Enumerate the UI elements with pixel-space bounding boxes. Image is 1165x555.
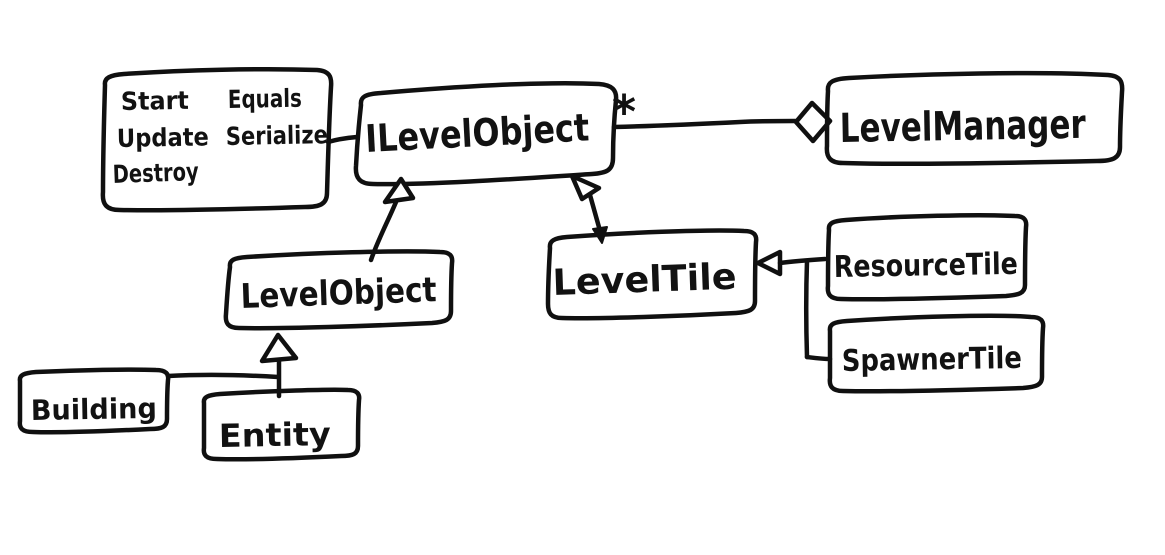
class-building: Building (17, 367, 171, 435)
aggregation-diamond-icon (793, 100, 833, 144)
class-name-label: ResourceTile (834, 247, 1019, 285)
inheritance-edge-building-entity-levelobject (165, 332, 299, 399)
interface-methods-note: Start Equals Update Serialize Destroy (100, 66, 334, 213)
class-name-label: LevelObject (240, 270, 437, 317)
class-box-outline (827, 313, 1046, 394)
class-levelmanager: LevelManager (824, 70, 1125, 167)
class-name-label: Building (31, 392, 158, 427)
class-name-label: LevelManager (839, 102, 1086, 152)
class-box-outline (353, 80, 619, 187)
inheritance-line-vertical (804, 258, 810, 360)
note-box-outline (100, 66, 334, 213)
hollow-triangle-arrowhead-icon (382, 176, 416, 205)
inheritance-line-building (165, 372, 281, 380)
class-box-outline (17, 367, 171, 435)
aggregation-line (611, 118, 798, 130)
method-serialize: Serialize (226, 120, 328, 151)
class-name-label: SpawnerTile (842, 341, 1023, 379)
class-box-outline (825, 212, 1029, 302)
class-levelobject: LevelObject (223, 249, 455, 331)
class-ilevelobject: ILevelObject (353, 80, 619, 187)
class-box-outline (223, 249, 455, 331)
hollow-triangle-arrowhead-icon (755, 249, 783, 277)
method-destroy: Destroy (112, 157, 199, 189)
class-box-outline (201, 387, 362, 462)
realization-line (368, 199, 399, 263)
class-name-label: Entity (218, 415, 331, 455)
class-entity: Entity (201, 387, 362, 462)
note-connector-line (325, 134, 360, 145)
method-equals: Equals (228, 84, 302, 114)
multiplicity-star-label: * (612, 85, 636, 139)
hollow-triangle-arrowhead-icon (569, 173, 602, 202)
inheritance-line-resourcetile (777, 256, 828, 266)
realization-edge-levelobject-ilevelobject (368, 176, 416, 263)
hollow-triangle-arrowhead-icon (259, 332, 299, 364)
inheritance-line-spawnertile (804, 354, 833, 362)
inheritance-edge-tiles-leveltile (755, 249, 833, 362)
method-update: Update (117, 122, 209, 153)
aggregation-edge-ilevelobject-levelmanager: * (611, 85, 833, 144)
class-spawnertile: SpawnerTile (827, 313, 1046, 394)
class-name-label: LevelTile (552, 257, 737, 304)
class-leveltile: LevelTile (545, 228, 759, 321)
class-name-label: ILevelObject (364, 105, 590, 161)
class-box-outline (824, 70, 1125, 167)
class-resourcetile: ResourceTile (825, 212, 1029, 302)
method-start: Start (121, 86, 190, 116)
class-box-outline (545, 228, 759, 321)
